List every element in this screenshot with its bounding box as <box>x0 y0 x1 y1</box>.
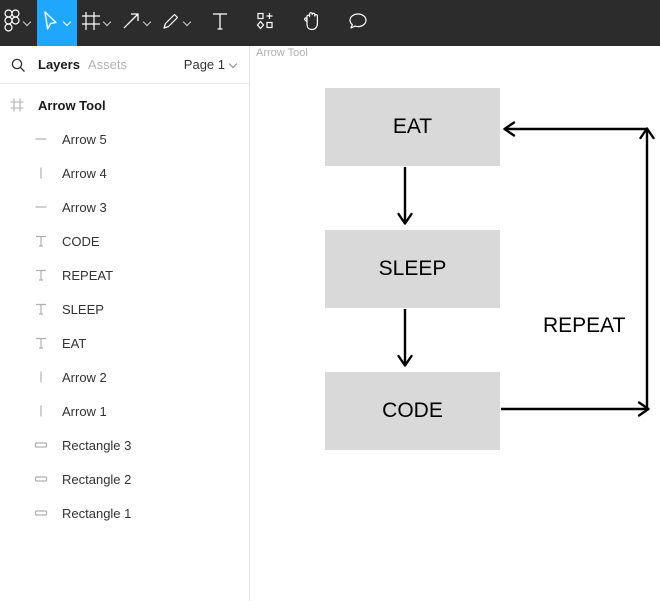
chevron-down-icon[interactable] <box>143 18 153 28</box>
layers-panel: Layers Assets Page 1 Arrow Tool Arrow 5 <box>0 46 250 601</box>
layer-name: Arrow 5 <box>62 131 107 147</box>
layer-row-eat[interactable]: EAT <box>0 326 249 360</box>
arrow-eat-to-sleep <box>397 167 413 225</box>
layer-name: REPEAT <box>62 267 114 283</box>
figma-logo-icon <box>4 8 21 38</box>
layer-row-arrow-4[interactable]: Arrow 4 <box>0 156 249 190</box>
toolbar-item-arrow-tool[interactable] <box>117 0 157 46</box>
toolbar-item-hand-tool[interactable] <box>289 0 335 46</box>
hand-tool-icon <box>302 10 322 37</box>
layer-name: Rectangle 1 <box>62 505 132 521</box>
text-icon <box>32 336 50 350</box>
arrow-code-to-right <box>501 401 650 417</box>
frame-label[interactable]: Arrow Tool <box>256 47 308 59</box>
layer-row-arrow-2[interactable]: Arrow 2 <box>0 360 249 394</box>
layer-row-sleep[interactable]: SLEEP <box>0 292 249 326</box>
layer-row-rectangle-1[interactable]: Rectangle 1 <box>0 496 249 530</box>
arrow-tool-icon <box>121 11 141 36</box>
search-icon[interactable] <box>10 57 30 73</box>
page-selector-label: Page 1 <box>183 57 225 72</box>
toolbar-item-cursor-tool[interactable] <box>37 0 77 46</box>
flowchart-diagram: EAT SLEEP CODE REPEAT <box>251 46 660 601</box>
layer-name: Rectangle 2 <box>62 471 132 487</box>
chevron-down-icon[interactable] <box>63 18 73 28</box>
toolbar-item-text-tool[interactable] <box>197 0 243 46</box>
layer-name: CODE <box>62 233 100 249</box>
vertical-line-icon <box>32 404 50 418</box>
text-icon <box>32 268 50 282</box>
text-icon <box>32 302 50 316</box>
flowchart-arrows <box>397 121 655 417</box>
chevron-down-icon <box>229 60 239 70</box>
layer-row-arrow-5[interactable]: Arrow 5 <box>0 122 249 156</box>
layer-name: Rectangle 3 <box>62 437 132 453</box>
frame-tool-icon <box>81 11 101 36</box>
horizontal-line-icon <box>32 200 50 214</box>
text-icon <box>32 234 50 248</box>
arrow-right-vertical-up <box>639 127 655 409</box>
text-tool-icon <box>211 11 229 36</box>
toolbar-item-comment-tool[interactable] <box>335 0 381 46</box>
node-code[interactable]: CODE <box>325 372 500 450</box>
toolbar <box>0 0 660 46</box>
toolbar-item-resources-tool[interactable] <box>243 0 289 46</box>
frame-icon <box>8 98 26 112</box>
rectangle-icon <box>32 506 50 520</box>
layer-row-repeat[interactable]: REPEAT <box>0 258 249 292</box>
chevron-down-icon[interactable] <box>103 18 113 28</box>
repeat-label[interactable]: REPEAT <box>543 314 626 337</box>
layer-name: Arrow 2 <box>62 369 107 385</box>
layer-name: Arrow 3 <box>62 199 107 215</box>
layer-list: Arrow Tool Arrow 5 Arrow 4 Arrow 3 CODE <box>0 84 249 530</box>
canvas[interactable]: Arrow Tool <box>251 46 660 601</box>
node-eat[interactable]: EAT <box>325 88 500 166</box>
vertical-line-icon <box>32 370 50 384</box>
layer-row-arrow-3[interactable]: Arrow 3 <box>0 190 249 224</box>
pen-tool-icon <box>161 11 181 36</box>
node-label: EAT <box>392 115 433 138</box>
resources-tool-icon <box>256 11 276 36</box>
page-selector[interactable]: Page 1 <box>184 57 239 72</box>
layer-name: EAT <box>62 335 87 351</box>
layer-row-code[interactable]: CODE <box>0 224 249 258</box>
horizontal-line-icon <box>32 132 50 146</box>
node-label: SLEEP <box>378 257 447 280</box>
arrow-top-back-to-eat <box>503 121 647 137</box>
layer-row-rectangle-3[interactable]: Rectangle 3 <box>0 428 249 462</box>
toolbar-item-figma-logo[interactable] <box>0 0 37 46</box>
chevron-down-icon[interactable] <box>23 18 33 28</box>
node-label: CODE <box>382 399 443 422</box>
arrow-sleep-to-code <box>397 309 413 367</box>
rectangle-icon <box>32 472 50 486</box>
layer-name: Arrow 4 <box>62 165 107 181</box>
layer-row-arrow-tool[interactable]: Arrow Tool <box>0 88 249 122</box>
layer-name: SLEEP <box>62 301 104 317</box>
toolbar-item-frame-tool[interactable] <box>77 0 117 46</box>
rectangle-icon <box>32 438 50 452</box>
comment-tool-icon <box>348 11 368 36</box>
layer-name: Arrow Tool <box>38 97 106 113</box>
vertical-line-icon <box>32 166 50 180</box>
toolbar-item-pen-tool[interactable] <box>157 0 197 46</box>
layer-name: Arrow 1 <box>62 403 107 419</box>
layer-row-rectangle-2[interactable]: Rectangle 2 <box>0 462 249 496</box>
chevron-down-icon[interactable] <box>183 18 193 28</box>
cursor-tool-icon <box>41 10 61 37</box>
panel-header: Layers Assets Page 1 <box>0 46 249 84</box>
node-sleep[interactable]: SLEEP <box>325 230 500 308</box>
tab-assets[interactable]: Assets <box>87 57 127 72</box>
layer-row-arrow-1[interactable]: Arrow 1 <box>0 394 249 428</box>
tab-layers[interactable]: Layers <box>38 57 80 72</box>
